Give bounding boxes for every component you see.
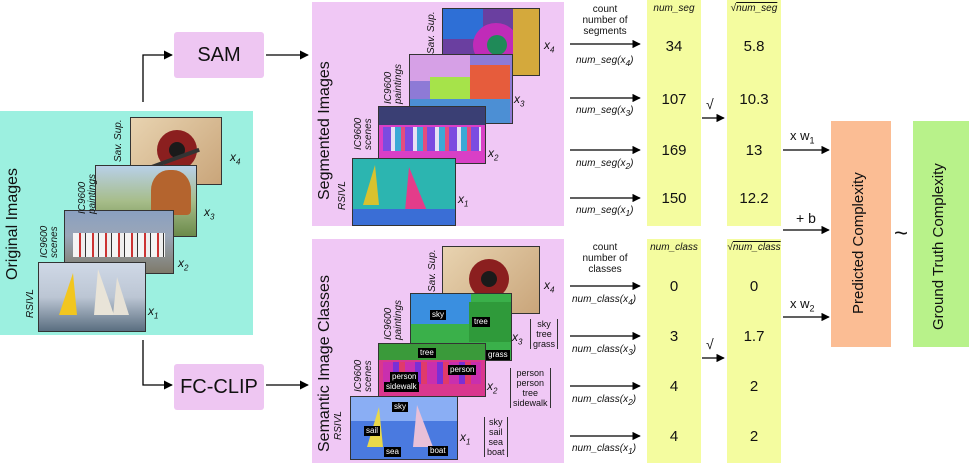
sqrt-symbol-seg: √ bbox=[706, 96, 714, 112]
semantic-x3-label: x3 bbox=[512, 330, 523, 347]
tag-person-1: person bbox=[390, 372, 419, 382]
sqrt-class-value-x2: 2 bbox=[749, 378, 759, 395]
num-seg-value-x2: 169 bbox=[661, 142, 687, 159]
sqrt-seg-value-x3: 10.3 bbox=[739, 91, 769, 108]
seg-arrow-label-x1: num_seg(x1) bbox=[576, 205, 634, 218]
ground-truth-complexity-label: Ground Truth Complexity bbox=[930, 163, 947, 330]
sqrt-seg-value-x1: 12.2 bbox=[739, 190, 769, 207]
class-arrow-label-x1: num_class(x1) bbox=[572, 443, 637, 456]
segmented-images-title: Segmented Images bbox=[316, 61, 333, 200]
num-class-value-x4: 0 bbox=[669, 278, 679, 295]
arrow-original-to-fcclip bbox=[142, 340, 173, 390]
class-arrow-label-x4: num_class(x4) bbox=[572, 294, 637, 307]
semantic-classes-title: Semantic Image Classes bbox=[316, 275, 333, 452]
semantic-x1-label: x1 bbox=[460, 430, 471, 447]
ground-truth-complexity-box bbox=[913, 121, 969, 347]
semantic-dataset-rsivl: RSIVL bbox=[333, 411, 344, 440]
bias-label: + b bbox=[796, 210, 816, 226]
sqrt-num-seg-header: √num_seg bbox=[730, 3, 778, 14]
fcclip-box: FC-CLIP bbox=[174, 364, 264, 410]
segmented-image-x2 bbox=[378, 106, 486, 164]
original-x4-label: x4 bbox=[230, 150, 241, 167]
num-class-value-x3: 3 bbox=[669, 328, 679, 345]
tilde-symbol: ~ bbox=[894, 220, 909, 247]
arrow-original-to-sam bbox=[142, 50, 173, 102]
segmented-x1-label: x1 bbox=[458, 192, 469, 209]
num-class-header: num_class bbox=[650, 242, 698, 253]
tag-sky-x1: sky bbox=[392, 402, 408, 412]
original-x3-label: x3 bbox=[204, 205, 215, 222]
num-seg-value-x1: 150 bbox=[661, 190, 687, 207]
num-seg-value-x3: 107 bbox=[661, 91, 687, 108]
tag-tree-x2: tree bbox=[418, 348, 436, 358]
original-x1-label: x1 bbox=[148, 304, 159, 321]
original-image-x1 bbox=[38, 262, 146, 332]
num-seg-value-x4: 34 bbox=[665, 38, 683, 55]
original-dataset-sav: Sav. Sup. bbox=[113, 119, 124, 162]
semantic-x4-label: x4 bbox=[544, 278, 555, 295]
segmented-dataset-rsivl: RSIVL bbox=[337, 181, 348, 210]
sam-box: SAM bbox=[174, 32, 264, 78]
original-images-title: Original Images bbox=[4, 167, 21, 280]
sqrt-class-value-x4: 0 bbox=[749, 278, 759, 295]
predicted-complexity-box bbox=[831, 121, 891, 347]
original-x2-label: x2 bbox=[178, 256, 189, 273]
segmented-dataset-sav: Sav. Sup. bbox=[426, 11, 437, 54]
sqrt-seg-value-x4: 5.8 bbox=[743, 38, 765, 55]
sqrt-num-class-header: √num_class bbox=[727, 242, 781, 253]
class-arrow-label-x2: num_class(x2) bbox=[572, 394, 637, 407]
num-seg-header: num_seg bbox=[653, 3, 695, 14]
weight-w2-label: x w2 bbox=[790, 296, 815, 314]
semantic-dataset-sav: Sav. Sup. bbox=[427, 249, 438, 292]
tag-tree-x3: tree bbox=[472, 317, 490, 327]
predicted-complexity-label: Predicted Complexity bbox=[850, 172, 867, 314]
num-seg-column bbox=[647, 0, 701, 226]
num-class-column bbox=[647, 239, 701, 463]
class-arrow-label-x3: num_class(x3) bbox=[572, 344, 637, 357]
segmented-x4-label: x4 bbox=[544, 38, 555, 55]
tag-sidewalk: sidewalk bbox=[384, 382, 419, 392]
seg-arrow-label-x3: num_seg(x3) bbox=[576, 105, 634, 118]
sqrt-num-class-column bbox=[727, 239, 781, 463]
segmented-image-x1 bbox=[352, 158, 456, 226]
tag-boat: boat bbox=[428, 446, 448, 456]
num-class-value-x1: 4 bbox=[669, 428, 679, 445]
sqrt-symbol-class: √ bbox=[706, 336, 714, 352]
seg-arrow-label-x2: num_seg(x2) bbox=[576, 158, 634, 171]
weight-w1-label: x w1 bbox=[790, 128, 815, 146]
semantic-x2-label: x2 bbox=[487, 379, 498, 396]
num-class-value-x2: 4 bbox=[669, 378, 679, 395]
segmented-x3-label: x3 bbox=[514, 92, 525, 109]
sqrt-class-value-x3: 1.7 bbox=[743, 328, 765, 345]
tag-grass-x3: grass bbox=[486, 350, 510, 360]
tag-sky-x3: sky bbox=[430, 310, 446, 320]
tag-sea: sea bbox=[384, 447, 401, 457]
sqrt-num-seg-column bbox=[727, 0, 781, 226]
seg-arrow-label-x4: num_seg(x4) bbox=[576, 55, 634, 68]
tag-person-2: person bbox=[448, 365, 477, 375]
segmented-x2-label: x2 bbox=[488, 146, 499, 163]
sqrt-seg-value-x2: 13 bbox=[745, 142, 763, 159]
sqrt-class-value-x1: 2 bbox=[749, 428, 759, 445]
tag-sail: sail bbox=[364, 426, 381, 436]
original-dataset-rsivl: RSIVL bbox=[25, 289, 36, 318]
